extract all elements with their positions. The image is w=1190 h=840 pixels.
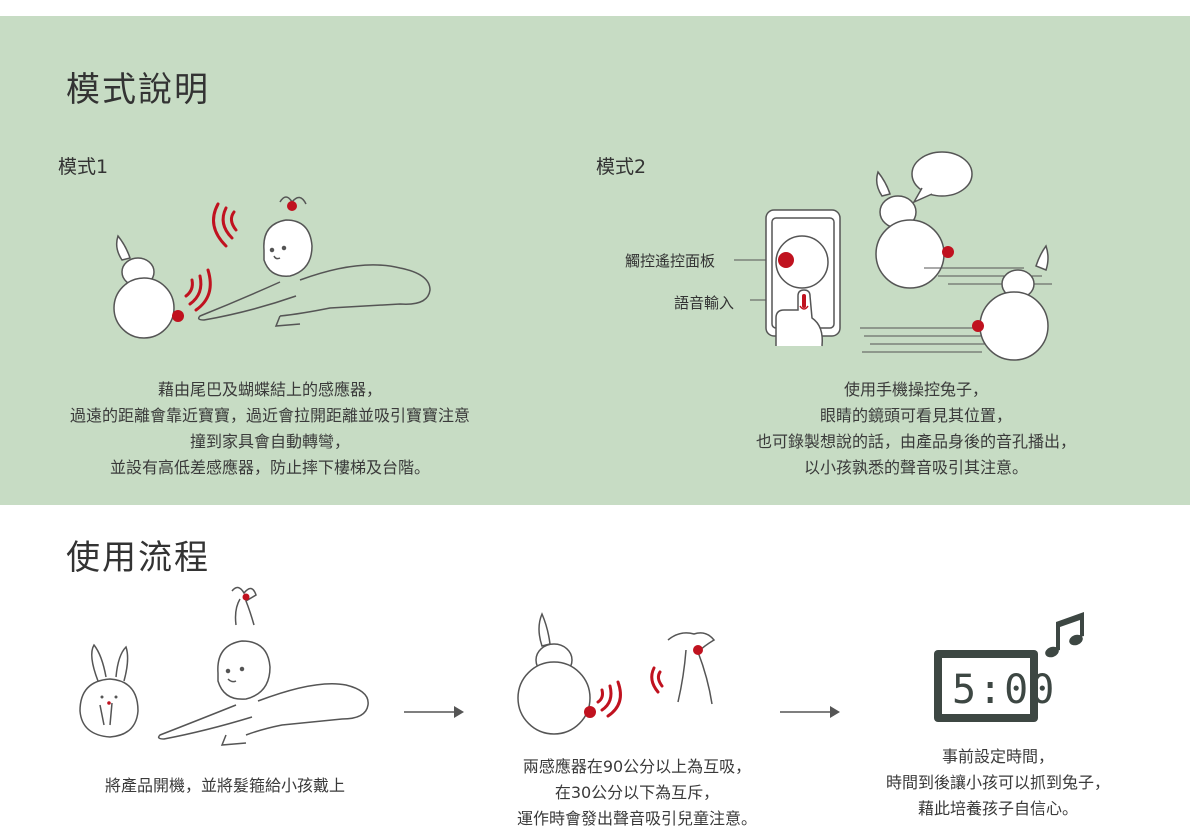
timer-display-icon bbox=[934, 650, 1038, 722]
step2-illustration bbox=[517, 612, 716, 735]
step3-caption: 事前設定時間， 時間到後讓小孩可以抓到兔子， 藉此培養孩子自信心。 bbox=[885, 747, 1110, 818]
signal-waves-icon bbox=[650, 666, 664, 694]
mode2-illustration bbox=[734, 151, 1052, 361]
tail-sensor-icon bbox=[584, 706, 596, 718]
crawling-baby-icon bbox=[157, 640, 369, 746]
voice-input-label: 語音輸入 bbox=[674, 294, 735, 312]
rabbit-robot-icon bbox=[875, 170, 945, 289]
signal-waves-icon bbox=[184, 268, 212, 312]
rabbit-robot-icon bbox=[517, 612, 591, 735]
flow-title: 使用流程 bbox=[66, 538, 210, 578]
mode1-label: 模式1 bbox=[58, 156, 109, 178]
mode1-illustration bbox=[113, 196, 431, 339]
touch-point-icon bbox=[778, 252, 794, 268]
arrow-right-icon bbox=[780, 706, 840, 718]
mode1-description: 藉由尾巴及蝴蝶結上的感應器， 過遠的距離會靠近寶寶，過近會拉開距離並吸引寶寶注意… bbox=[69, 380, 470, 477]
headband-icon bbox=[667, 632, 716, 705]
rabbit-icon bbox=[79, 643, 139, 738]
music-note-icon bbox=[1045, 612, 1084, 658]
speech-bubble-icon bbox=[911, 151, 973, 204]
step2-caption: 兩感應器在90公分以上為互吸， 在30公分以下為互斥， 運作時會發出聲音吸引兒童… bbox=[516, 757, 757, 828]
mode2-description: 使用手機操控兔子， 眼睛的鏡頭可看見其位置， 也可錄製想說的話，由產品身後的音孔… bbox=[755, 380, 1076, 477]
crawling-baby-icon bbox=[197, 196, 431, 327]
modes-panel bbox=[0, 16, 1190, 505]
mode2-label: 模式2 bbox=[596, 156, 647, 178]
motion-lines bbox=[860, 267, 1052, 353]
headband-icon bbox=[231, 586, 257, 626]
touch-panel-label: 觸控遙控面板 bbox=[625, 252, 716, 270]
rabbit-robot-icon bbox=[113, 234, 175, 339]
timer-value: 5:00 bbox=[952, 667, 1057, 713]
tail-sensor-icon bbox=[172, 310, 184, 322]
eye-camera-icon bbox=[942, 246, 954, 258]
eye-camera-icon bbox=[972, 320, 984, 332]
signal-waves-icon bbox=[596, 680, 622, 718]
step1-caption: 將產品開機，並將髮箍給小孩戴上 bbox=[104, 776, 345, 795]
hand-finger-icon bbox=[775, 289, 824, 347]
step3-illustration bbox=[934, 612, 1084, 722]
rabbit-robot-icon bbox=[979, 244, 1049, 361]
modes-title: 模式說明 bbox=[66, 70, 210, 110]
arrow-right-icon bbox=[404, 706, 464, 718]
phone-icon bbox=[765, 209, 841, 337]
signal-waves-icon bbox=[212, 202, 238, 248]
step1-illustration bbox=[79, 586, 369, 746]
